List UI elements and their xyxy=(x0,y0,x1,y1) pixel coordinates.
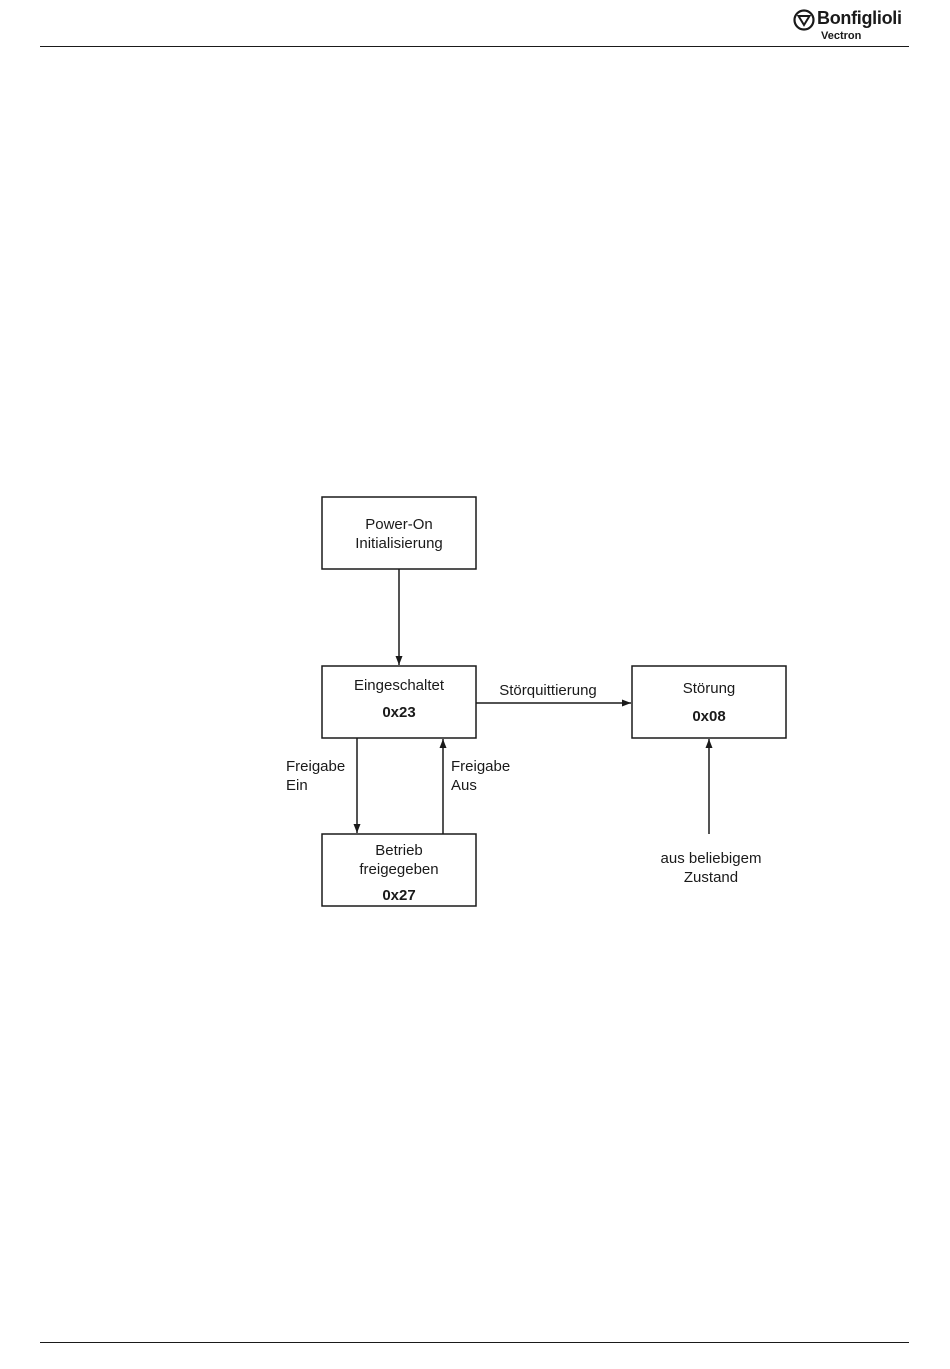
state-stoerung: Störung 0x08 xyxy=(632,666,786,738)
power-on-label-1: Power-On xyxy=(365,516,433,533)
betrieb-code: 0x27 xyxy=(382,887,415,904)
eingeschaltet-label: Eingeschaltet xyxy=(354,677,445,694)
any-state-label-1: aus beliebigem xyxy=(661,850,762,867)
freigabe-ein-label-2: Ein xyxy=(286,777,308,794)
state-eingeschaltet: Eingeschaltet 0x23 xyxy=(322,666,476,738)
stoerung-label: Störung xyxy=(683,680,736,697)
betrieb-label-1: Betrieb xyxy=(375,842,423,859)
eingeschaltet-code: 0x23 xyxy=(382,704,415,721)
any-state-label-2: Zustand xyxy=(684,869,738,886)
freigabe-aus-label-2: Aus xyxy=(451,777,477,794)
freigabe-ein-label-1: Freigabe xyxy=(286,758,345,775)
state-power-on: Power-On Initialisierung xyxy=(322,497,476,569)
betrieb-label-2: freigegeben xyxy=(359,861,438,878)
power-on-label-2: Initialisierung xyxy=(355,535,443,552)
stoerung-code: 0x08 xyxy=(692,708,725,725)
stoerquittierung-label: Störquittierung xyxy=(499,682,597,699)
state-betrieb-freigegeben: Betrieb freigegeben 0x27 xyxy=(322,834,476,906)
freigabe-aus-label-1: Freigabe xyxy=(451,758,510,775)
